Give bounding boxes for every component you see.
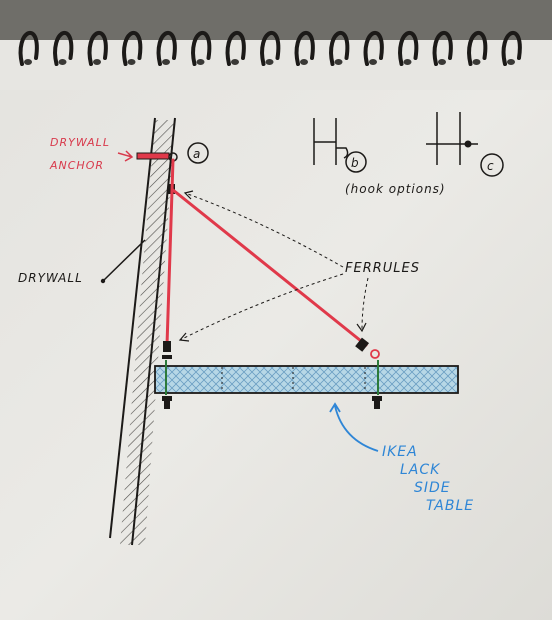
binding-hole <box>507 59 515 65</box>
binding-loop <box>191 30 212 66</box>
bolt-right <box>372 396 382 409</box>
binding-loop <box>398 30 419 66</box>
binding-loop <box>122 30 143 66</box>
binding-hole <box>438 59 446 65</box>
binding-hole <box>403 59 412 65</box>
marker-b: b <box>351 156 360 170</box>
ferrule-right <box>355 337 370 352</box>
binding-hole <box>369 59 377 65</box>
ikea-pointer-arrow <box>329 402 379 452</box>
binding-loop <box>18 30 39 66</box>
binding-hole <box>24 59 32 65</box>
diagonal-cord <box>171 188 368 347</box>
binding-loop <box>467 30 488 66</box>
binding-loop <box>432 30 453 66</box>
ikea-label-line3: SIDE <box>414 480 451 496</box>
drywall-anchor-label-line1: DRYWALL <box>50 136 110 149</box>
drywall-label: DRYWALL <box>18 271 83 285</box>
hook-c-knot <box>464 140 472 148</box>
marker-a-circle <box>187 142 209 164</box>
binding-loop <box>87 30 108 66</box>
ikea-label-line4: TABLE <box>426 498 474 514</box>
binding-hole <box>300 59 308 65</box>
binding-loop <box>260 30 281 66</box>
hook-option-b <box>313 118 349 165</box>
ferrule-pointers <box>179 192 369 341</box>
binding-hole <box>162 59 170 65</box>
hanging-cords <box>165 158 368 347</box>
binding-hole <box>472 59 481 65</box>
ikea-label-line2: LACK <box>400 462 441 478</box>
spiral-binding <box>18 30 522 66</box>
pointer-arrowheads <box>178 190 367 342</box>
drywall-leader-line <box>102 239 146 282</box>
drywall-anchor-label-line2: ANCHOR <box>49 159 104 172</box>
hook-options-label: (hook options) <box>345 182 446 196</box>
binding-hole <box>265 59 274 65</box>
paper-sheet <box>0 40 552 620</box>
marker-c: c <box>487 159 495 173</box>
binding-hole <box>58 59 67 65</box>
anchor-arrow <box>117 150 134 162</box>
ferrules-label: FERRULES <box>345 261 420 276</box>
drywall-leader-dot <box>100 278 106 284</box>
marker-b-circle <box>345 151 367 173</box>
binding-hole <box>196 59 205 65</box>
ferrule-left <box>163 341 171 352</box>
binding-hole <box>334 59 343 65</box>
binding-loop <box>329 30 350 66</box>
ikea-lack-table <box>154 360 459 395</box>
marker-a: a <box>193 147 201 161</box>
binding-hole <box>231 59 239 65</box>
binding-hole <box>93 59 101 65</box>
ikea-label-line1: IKEA <box>382 444 418 460</box>
bolt-left <box>162 355 172 409</box>
binding-loop <box>294 30 315 66</box>
binding-loop <box>53 30 74 66</box>
binding-loop <box>501 30 522 66</box>
binding-loop <box>156 30 177 66</box>
binding-loop <box>225 30 246 66</box>
binding-loop <box>363 30 384 66</box>
marker-c-circle <box>480 153 504 177</box>
right-hook-ring <box>370 349 380 359</box>
drywall-section <box>109 117 176 546</box>
binding-hole <box>127 59 136 65</box>
